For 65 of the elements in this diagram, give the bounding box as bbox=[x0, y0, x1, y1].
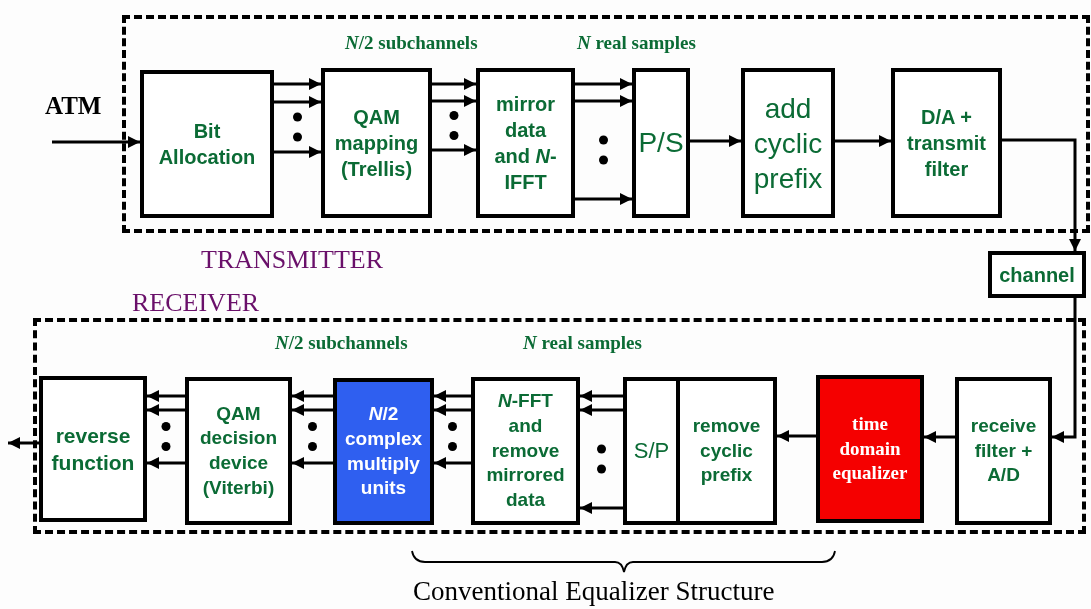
arrow bbox=[690, 135, 741, 147]
block-label: reverse function bbox=[50, 422, 136, 476]
process-box bbox=[955, 377, 1052, 525]
signal-label: N real samples bbox=[577, 32, 696, 54]
block-label: P/S bbox=[638, 125, 684, 160]
block-label: S/P bbox=[633, 436, 670, 465]
arrow bbox=[1002, 138, 1081, 251]
block-label: receive filter + A/D bbox=[970, 413, 1037, 488]
block-label: time domain equalizer bbox=[831, 411, 909, 486]
process-box bbox=[140, 70, 274, 218]
block-label: QAM mapping (Trellis) bbox=[333, 105, 420, 182]
brace-caption: Conventional Equalizer Structure bbox=[413, 576, 775, 607]
process-box bbox=[476, 68, 575, 218]
arrow bbox=[147, 390, 185, 402]
block-label: QAM decision device (Viterbi) bbox=[198, 401, 279, 500]
arrow bbox=[147, 404, 185, 416]
process-box bbox=[39, 376, 147, 522]
arrow bbox=[575, 78, 632, 90]
arrow bbox=[580, 390, 623, 402]
block-label: N/2 complex multiply units bbox=[343, 402, 424, 501]
process-box bbox=[471, 377, 580, 525]
arrow bbox=[274, 96, 321, 108]
arrow bbox=[580, 404, 623, 416]
arrow bbox=[777, 430, 816, 442]
arrow bbox=[434, 457, 471, 469]
process-box bbox=[632, 68, 690, 218]
arrow bbox=[274, 78, 321, 90]
block-label: channel bbox=[999, 262, 1075, 288]
block-label: add cyclic prefix bbox=[752, 91, 824, 196]
arrow bbox=[434, 404, 471, 416]
arrow bbox=[52, 136, 140, 148]
process-box bbox=[333, 378, 434, 525]
group-title: TRANSMITTER bbox=[201, 245, 383, 275]
signal-label: ATM bbox=[45, 92, 102, 120]
process-box bbox=[321, 68, 432, 218]
arrow bbox=[432, 144, 476, 156]
arrow bbox=[575, 193, 632, 205]
arrow bbox=[292, 404, 333, 416]
arrow bbox=[432, 78, 476, 90]
arrow bbox=[147, 457, 185, 469]
block-label: Bit Allocation bbox=[157, 119, 257, 170]
arrow bbox=[432, 95, 476, 107]
arrow bbox=[575, 95, 632, 107]
arrow bbox=[434, 390, 471, 402]
process-box bbox=[988, 251, 1086, 298]
arrow bbox=[292, 390, 333, 402]
signal-label: N/2 subchannels bbox=[345, 32, 478, 54]
process-box bbox=[185, 377, 292, 525]
group-title: RECEIVER bbox=[132, 288, 260, 318]
block-label: N-FFT and remove mirrored data bbox=[486, 389, 565, 513]
arrow bbox=[274, 146, 321, 158]
process-box bbox=[741, 68, 835, 218]
process-box bbox=[891, 68, 1002, 218]
block-label: remove cyclic prefix bbox=[691, 413, 762, 488]
block-label: D/A + transmit filter bbox=[906, 105, 987, 182]
signal-label: N real samples bbox=[523, 332, 642, 354]
arrow bbox=[1052, 298, 1077, 443]
arrow bbox=[580, 502, 623, 514]
arrow bbox=[8, 437, 39, 449]
arrow bbox=[835, 135, 891, 147]
process-box bbox=[816, 375, 924, 523]
arrow bbox=[292, 457, 333, 469]
block-label: mirror data and N-IFFT bbox=[494, 92, 557, 195]
arrow bbox=[924, 431, 955, 443]
signal-label: N/2 subchannels bbox=[275, 332, 408, 354]
